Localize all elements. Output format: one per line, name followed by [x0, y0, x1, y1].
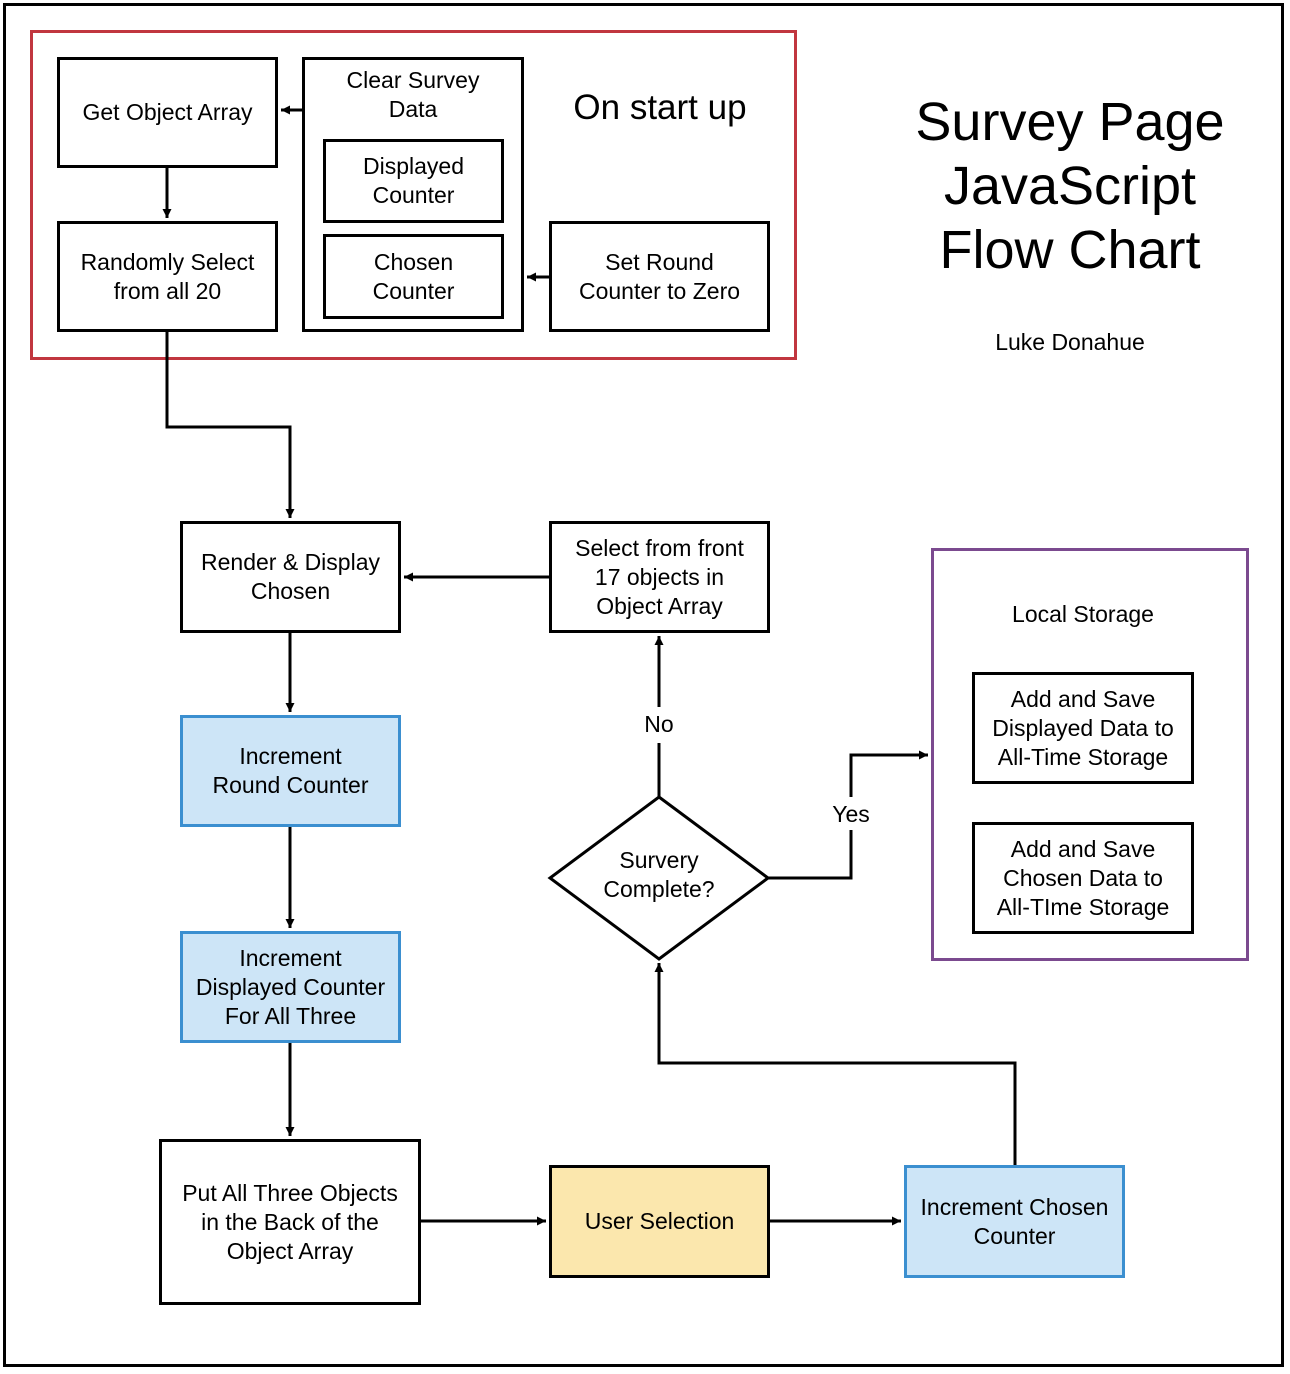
node-set-round-counter: Set Round Counter to Zero	[549, 221, 770, 332]
node-increment-round: Increment Round Counter	[180, 715, 401, 827]
node-randomly-select: Randomly Select from all 20	[57, 221, 278, 332]
edge-random-to-render	[165, 332, 295, 518]
startup-group	[30, 30, 797, 360]
diagram-title: Survey Page JavaScript Flow Chart	[915, 92, 1225, 280]
node-increment-chosen: Increment Chosen Counter	[904, 1165, 1125, 1278]
startup-group-label: On start up	[573, 88, 747, 127]
node-increment-displayed: Increment Displayed Counter For All Thre…	[180, 931, 401, 1043]
node-save-displayed: Add and Save Displayed Data to All-Time …	[972, 672, 1194, 784]
edge-chosen-to-decision	[654, 963, 1017, 1165]
clear-survey-data-label: Clear Survey Data	[346, 67, 480, 122]
node-get-object-array: Get Object Array	[57, 57, 278, 168]
diagram-frame	[3, 3, 1284, 1367]
edge-decision-yes	[768, 830, 853, 880]
node-user-selection: User Selection	[549, 1165, 770, 1278]
author-name: Luke Donahue	[995, 329, 1145, 355]
edge-label-yes: Yes	[832, 801, 870, 827]
node-survey-complete: Survery Complete?	[603, 847, 715, 902]
storage-group-label: Local Storage	[1012, 601, 1154, 627]
node-save-chosen: Add and Save Chosen Data to All-TIme Sto…	[972, 822, 1194, 934]
node-survey-complete-shape	[547, 795, 771, 961]
edge-label-no: No	[644, 711, 674, 737]
node-select-front: Select from front 17 objects in Object A…	[549, 521, 770, 633]
node-put-back: Put All Three Objects in the Back of the…	[159, 1139, 421, 1305]
node-render-display: Render & Display Chosen	[180, 521, 401, 633]
storage-group	[931, 548, 1249, 961]
node-chosen-counter: Chosen Counter	[323, 234, 504, 319]
edge-decision-yes-arrow	[849, 750, 928, 797]
node-displayed-counter: Displayed Counter	[323, 139, 504, 223]
